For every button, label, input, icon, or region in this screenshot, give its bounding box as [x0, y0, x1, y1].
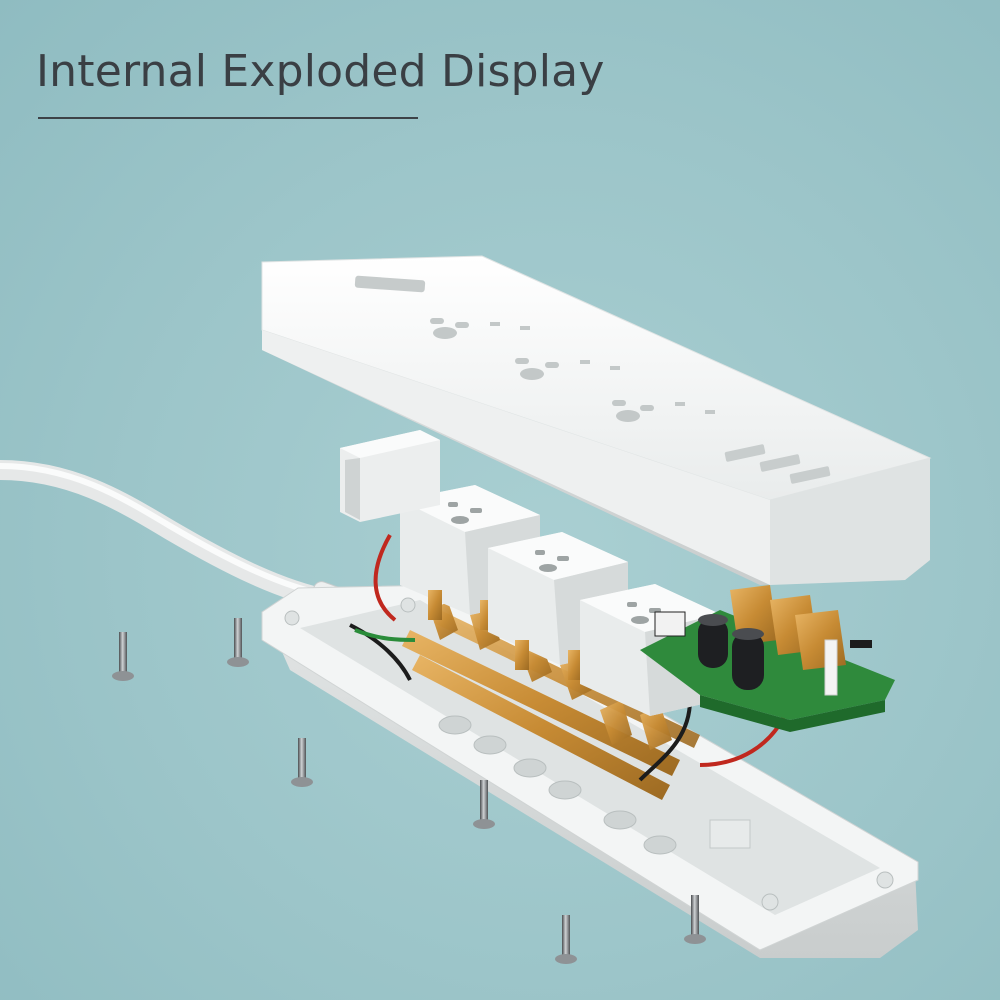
screw-hole	[284, 610, 300, 626]
socket-icon	[430, 318, 530, 339]
screw-icon	[555, 915, 577, 964]
title-underline	[38, 117, 418, 119]
socket-icon	[535, 550, 569, 572]
wire-green	[354, 628, 416, 642]
screw-hole	[400, 597, 416, 613]
screw-icon	[473, 780, 495, 829]
wire-black	[638, 699, 692, 782]
brass-conductor-rails	[402, 602, 700, 800]
switch-icon	[340, 430, 440, 522]
screw-icon	[227, 618, 249, 667]
screw-icon	[684, 895, 706, 944]
screw-hole	[876, 871, 894, 889]
usb-port-icon	[724, 444, 831, 484]
socket-icon	[515, 358, 620, 380]
standoff	[824, 639, 838, 696]
capacitor-icon	[698, 614, 764, 690]
socket-icon	[612, 400, 715, 422]
screw-icon	[112, 632, 134, 681]
socket-icon	[448, 502, 482, 524]
screw-hole	[761, 893, 779, 911]
top-cover	[261, 255, 932, 585]
usb-charging-pcb	[640, 585, 895, 732]
internal-wiring	[349, 534, 787, 782]
page-title: Internal Exploded Display	[36, 46, 605, 97]
socket-icon	[627, 602, 661, 624]
screw-icon	[291, 738, 313, 787]
indicator-window	[354, 275, 426, 293]
cable-clamp	[709, 819, 751, 849]
diode	[850, 640, 872, 648]
wire-red	[373, 534, 397, 622]
transformer	[654, 611, 686, 637]
usb-port-icon	[730, 585, 846, 670]
